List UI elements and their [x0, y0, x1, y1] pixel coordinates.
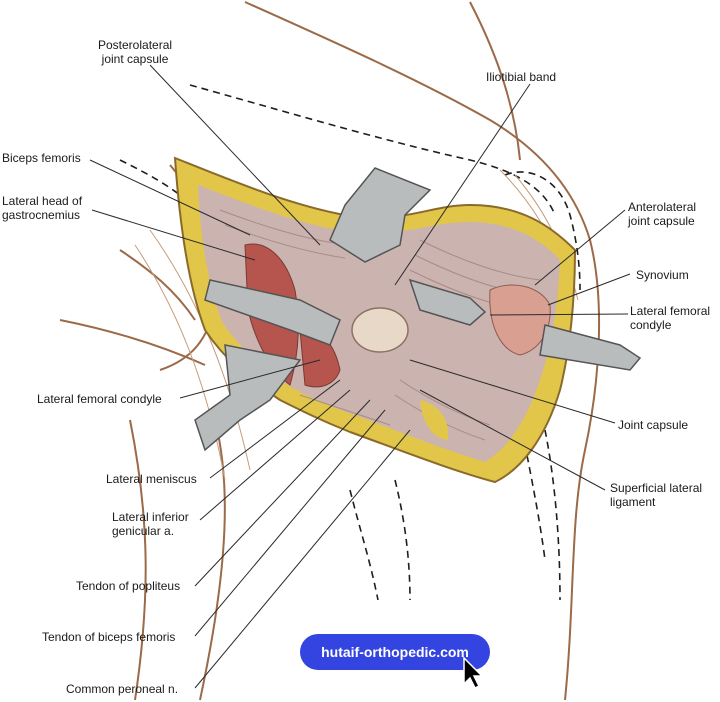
- label-posterolateral-capsule: Posterolateral joint capsule: [98, 38, 173, 66]
- label-lateral-meniscus: Lateral meniscus: [106, 472, 197, 486]
- label-tendon-popliteus: Tendon of popliteus: [76, 579, 181, 593]
- femoral-condyle: [351, 307, 409, 353]
- label-lateral-inferior-genicular: Lateral inferior genicular a.: [112, 510, 189, 538]
- label-joint-capsule: Joint capsule: [618, 418, 689, 432]
- label-biceps-femoris: Biceps femoris: [2, 151, 81, 165]
- label-iliotibial-band: Iliotibial band: [486, 70, 557, 84]
- label-lateral-femoral-condyle-left: Lateral femoral condyle: [37, 392, 162, 406]
- mouse-pointer-icon: [463, 656, 484, 690]
- retractors: [194, 167, 642, 452]
- label-superficial-lateral-ligament: Superficial lateral ligament: [610, 481, 703, 509]
- label-common-peroneal: Common peroneal n.: [66, 682, 179, 696]
- label-tendon-biceps-femoris: Tendon of biceps femoris: [42, 630, 176, 644]
- label-synovium: Synovium: [636, 268, 689, 282]
- label-anterolateral-capsule: Anterolateral joint capsule: [628, 200, 697, 228]
- label-lateral-femoral-condyle-right: Lateral femoral condyle: [630, 304, 711, 332]
- fat-pad: [420, 400, 449, 440]
- watermark-link-button[interactable]: hutaif-orthopedic.com: [300, 634, 490, 670]
- leader-lines: [89, 64, 631, 689]
- synovium-area: [489, 284, 551, 356]
- label-lateral-head-gastrocnemius: Lateral head of gastrocnemius: [2, 194, 83, 222]
